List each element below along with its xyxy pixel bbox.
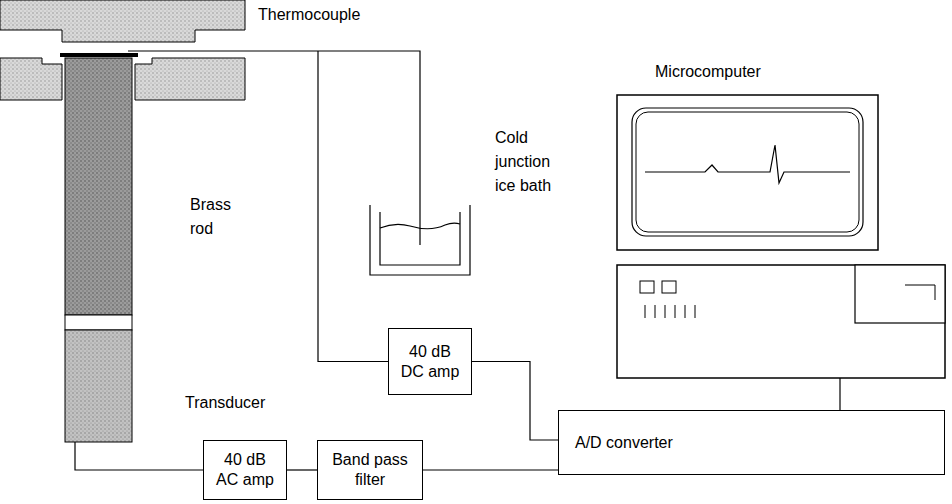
part-label: Brass rod: [190, 193, 240, 241]
part-label: Transducer: [185, 391, 265, 415]
specimen: [60, 53, 138, 57]
node-text: 40 dB AC amp: [213, 450, 277, 490]
monitor-screen: [636, 112, 859, 232]
node-text: 40 dB DC amp: [398, 342, 462, 382]
node-text: A/D converter: [575, 433, 775, 453]
thermocouple-wire: [128, 51, 420, 245]
brass-rod: [65, 58, 132, 315]
water-surface: [380, 223, 460, 229]
upper-platen: [0, 0, 245, 42]
signal-wire: [287, 469, 317, 470]
monitor: [617, 95, 878, 250]
filter-box: Band pass filter: [317, 440, 423, 500]
lower-die: [135, 58, 245, 100]
ice-bath-beaker: [380, 212, 460, 265]
part-label: Thermocouple: [258, 3, 360, 27]
thermocouple-lead: [318, 51, 390, 362]
amplifier-box: 40 dB DC amp: [388, 328, 472, 395]
disk-drive-slot: [905, 285, 935, 300]
part-label: Cold junction ice bath: [495, 126, 559, 198]
signal-wire: [423, 469, 558, 470]
disk-drive: [855, 265, 945, 323]
converter-box: A/D converter: [558, 410, 945, 475]
transducer: [65, 330, 132, 442]
computer-button: [640, 281, 654, 293]
amplifier-box: 40 dB AC amp: [203, 440, 287, 500]
node-text: Band pass filter: [327, 450, 413, 490]
computer-button: [662, 281, 676, 293]
couplant-layer: [65, 315, 132, 330]
computer-switches: [645, 305, 695, 318]
device-label: Microcomputer: [655, 60, 761, 84]
data-cable: [839, 378, 840, 410]
signal-wire: [75, 442, 205, 470]
monitor-screen: [632, 108, 863, 236]
signal-wire: [472, 362, 558, 441]
ice-bath-beaker: [370, 205, 470, 275]
lower-die: [0, 58, 62, 100]
screen-trace: [645, 145, 850, 183]
computer-case: [617, 265, 945, 378]
